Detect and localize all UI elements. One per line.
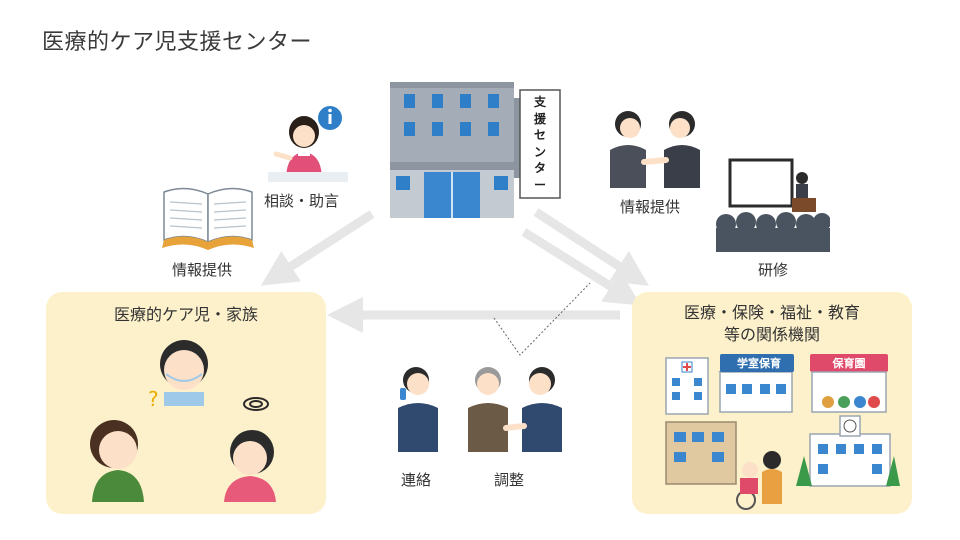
liaison-person-illustration xyxy=(398,367,438,452)
coordination-label: 調整 xyxy=(494,471,525,489)
sign-char: 支 xyxy=(533,95,546,109)
family-illustration: ? xyxy=(90,340,276,502)
school-sign: 学室保育 xyxy=(737,357,781,370)
svg-text:?: ? xyxy=(148,387,159,411)
training-label: 研修 xyxy=(758,261,789,279)
consult-label: 相談・助言 xyxy=(264,192,340,210)
phone-icon xyxy=(400,388,406,400)
agencies-title-line1: 医療・保険・福祉・教育 xyxy=(683,303,860,322)
coordination-people-illustration xyxy=(468,367,562,452)
sign-char: セ xyxy=(533,128,546,142)
coordination-dotted-line xyxy=(493,282,591,356)
sign-char: ー xyxy=(533,177,546,192)
school-clock-icon xyxy=(809,433,891,487)
arrow-center-to-agencies-2 xyxy=(521,228,642,306)
info-booklets-illustration xyxy=(162,187,254,250)
page-title: 医療的ケア児支援センター xyxy=(42,30,313,55)
sign-char: 援 xyxy=(533,111,546,126)
sign-char: ン xyxy=(533,144,546,159)
support-center-building xyxy=(390,82,561,218)
agencies-title-line2: 等の関係機関 xyxy=(723,325,820,344)
info-left-label: 情報提供 xyxy=(172,261,233,279)
consultation-staff-illustration xyxy=(268,106,348,182)
agencies-box-title: 医療・保険・福祉・教育 等の関係機関 xyxy=(632,302,912,346)
sign-char: タ xyxy=(533,161,546,175)
info-right-label: 情報提供 xyxy=(620,198,681,216)
arrow-center-to-agencies-1 xyxy=(533,208,650,286)
support-center-sign: 支 援 セ ン タ ー xyxy=(522,94,558,193)
agencies-illustration xyxy=(665,354,900,510)
family-box: 医療的ケア児・家族 ? xyxy=(46,292,326,514)
arrow-center-to-family xyxy=(260,210,375,286)
agencies-box: 医療・保険・福祉・教育 等の関係機関 xyxy=(632,292,912,514)
business-handshake-illustration xyxy=(610,111,700,188)
nursery-sign: 保育園 xyxy=(832,357,866,370)
family-box-title: 医療的ケア児・家族 xyxy=(113,305,258,324)
liaison-label: 連絡 xyxy=(401,471,432,489)
training-lecture-illustration xyxy=(716,158,830,252)
